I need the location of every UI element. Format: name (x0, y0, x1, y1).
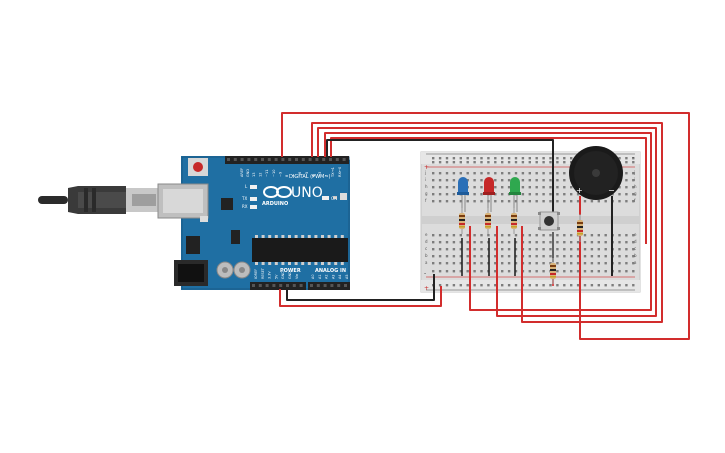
svg-text:L: L (245, 184, 248, 189)
piezo-buzzer: + − (569, 146, 623, 200)
gnd-label: GND (246, 169, 250, 177)
resistor (459, 208, 465, 234)
power-pin-label: 3.3V (268, 271, 272, 279)
row-letter: j (633, 170, 635, 175)
icsp-header (231, 230, 240, 244)
digital-pin-label: ~5 (305, 172, 309, 177)
analog-header (308, 282, 350, 290)
rail-minus-bottom: - (424, 270, 426, 277)
voltage-regulator (186, 236, 200, 254)
wire-pin-e (330, 137, 647, 244)
row-letter: a (634, 260, 637, 265)
usb-cable (38, 186, 160, 214)
power-pin-label: IOREF (254, 269, 258, 279)
row-letter: c (634, 246, 636, 251)
digital-pin-label: RX←0 (338, 166, 342, 177)
digital-header (225, 156, 349, 164)
digital-pin-label: ~3 (318, 172, 322, 177)
arduino-board: UNO ARDUINO DIGITAL (PWM~) POWER ANALOG … (157, 156, 350, 290)
wires (279, 112, 690, 340)
row-letter: f (425, 198, 427, 203)
power-pin-label: Vin (295, 274, 299, 279)
wire-gnd-bottom (286, 274, 435, 301)
resistor (550, 258, 556, 284)
center-channel (421, 216, 640, 224)
power-header (250, 282, 306, 290)
digital-label: DIGITAL (PWM~) (289, 174, 331, 180)
wire-5v (279, 286, 442, 307)
digital-pin-label: ~9 (278, 171, 282, 177)
resistor (577, 214, 583, 242)
wire-pin-c (317, 127, 657, 317)
digital-pin-label: 4 (311, 174, 315, 177)
row-letter: g (425, 191, 428, 196)
power-pin-label: GND (288, 271, 292, 279)
wire-pin-a (281, 112, 690, 340)
led-green (509, 177, 521, 212)
analog-pin-label: A1 (318, 275, 322, 279)
digital-pin-label: 8 (285, 174, 289, 177)
usb-chip (221, 198, 233, 210)
row-letter: b (425, 253, 428, 258)
resistor (485, 208, 491, 234)
row-letter: j (424, 170, 426, 175)
row-letter: h (425, 184, 428, 189)
rail-plus-top: + (424, 164, 429, 171)
push-button (538, 211, 560, 231)
components: + − (457, 146, 623, 284)
power-pin-label: 5V (274, 274, 278, 279)
on-label: ON (331, 196, 337, 201)
digital-pin-label: 13 (252, 172, 256, 177)
digital-pin-label: ~10 (272, 169, 276, 177)
analog-pin-label: A2 (325, 275, 329, 279)
row-letter: b (634, 253, 637, 258)
row-letter: g (634, 191, 637, 196)
analog-pin-label: A5 (345, 275, 349, 279)
power-pin-label: RESET (261, 267, 265, 279)
arduino-infinity-logo (263, 186, 292, 198)
digital-pin-label: 12 (259, 172, 263, 177)
digital-pin-label: 7 (292, 175, 296, 177)
row-letter: f (634, 198, 636, 203)
model-label: UNO (291, 185, 323, 201)
rail-minus-top: - (632, 154, 634, 161)
led-red (483, 177, 495, 212)
analog-pin-label: A3 (331, 275, 335, 279)
row-letter: d (634, 239, 637, 244)
digital-pin-label: 2 (325, 175, 329, 177)
atmega-chip (252, 238, 348, 262)
rx-label: RX (242, 204, 248, 209)
buzzer-minus-label: − (608, 186, 615, 195)
row-letter: e (425, 232, 428, 237)
power-label: POWER (280, 268, 301, 274)
tx-label: TX (241, 196, 247, 201)
analog-pin-label: A4 (338, 275, 342, 279)
digital-pin-label: TX→1 (331, 167, 335, 178)
wire-gnd-top (326, 139, 554, 214)
analog-pin-label: A0 (311, 275, 315, 279)
row-letter: d (425, 239, 428, 244)
row-letter: i (634, 177, 635, 182)
digital-pin-label: ~6 (298, 171, 302, 177)
buzzer-plus-label: + (576, 186, 583, 195)
resistor (511, 208, 517, 234)
analog-label: ANALOG IN (315, 268, 346, 274)
aref-label: AREF (240, 168, 244, 177)
brand-label: ARDUINO (262, 201, 288, 207)
row-letter: e (634, 232, 637, 237)
wire-pin-b (311, 122, 663, 323)
rail-plus-bottom: + (424, 285, 429, 292)
wire-pin-d (324, 132, 652, 311)
power-pin-label: GND (281, 271, 285, 279)
digital-pin-label: ~11 (265, 169, 269, 177)
row-letter: a (425, 260, 428, 265)
row-letter: h (634, 184, 637, 189)
row-letter: i (425, 177, 426, 182)
row-letter: c (425, 246, 427, 251)
